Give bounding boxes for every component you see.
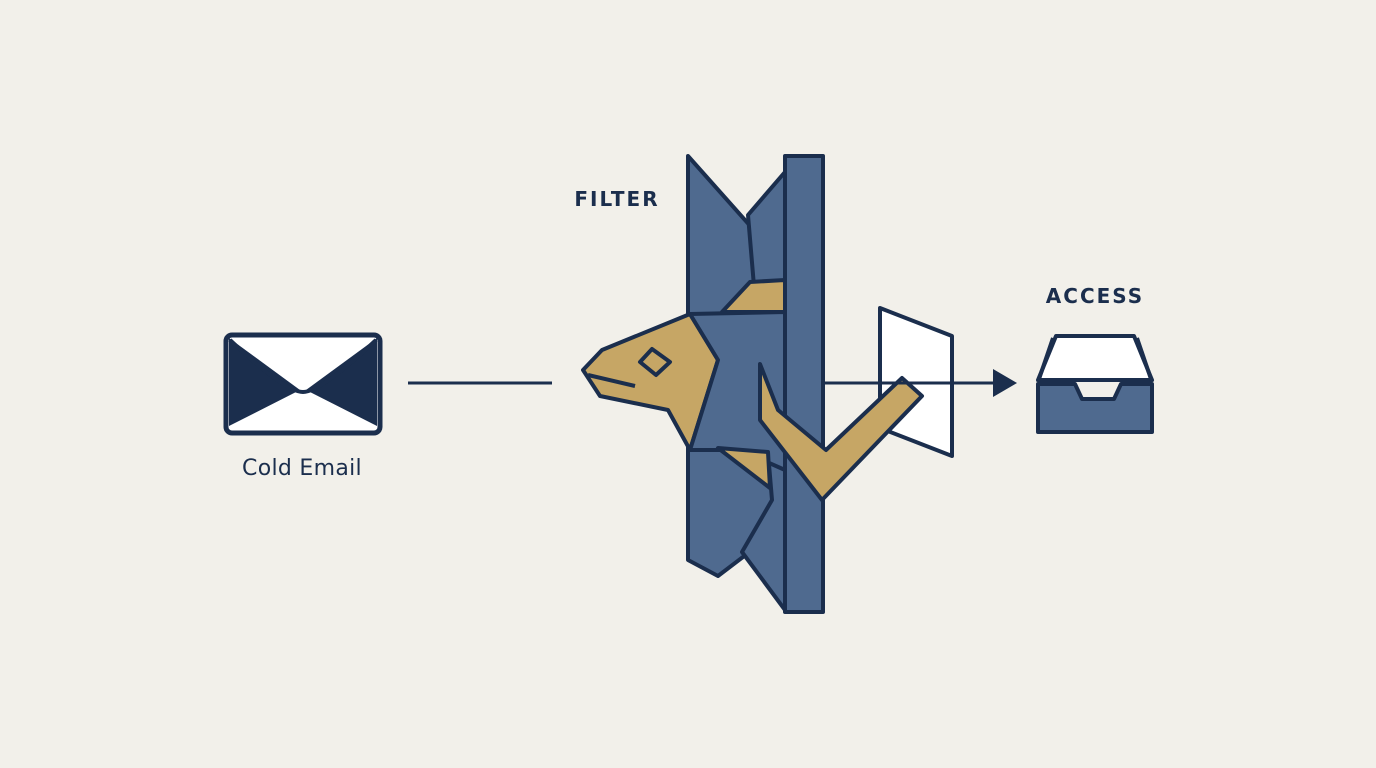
flow-arrow bbox=[823, 369, 1017, 397]
cold-email-label: Cold Email bbox=[242, 456, 362, 481]
fish-mouth bbox=[587, 373, 636, 388]
envelope-icon bbox=[223, 332, 383, 436]
access-label: ACCESS bbox=[1045, 284, 1145, 308]
filter-hook bbox=[758, 362, 924, 502]
filter-pillar bbox=[783, 154, 825, 614]
inbox-tray-icon bbox=[1036, 334, 1154, 434]
fish-eye bbox=[638, 347, 672, 377]
fish-hook-wall-icon bbox=[581, 154, 954, 614]
fish-pectoral-fin bbox=[716, 446, 772, 490]
filter-label: FILTER bbox=[574, 187, 660, 211]
